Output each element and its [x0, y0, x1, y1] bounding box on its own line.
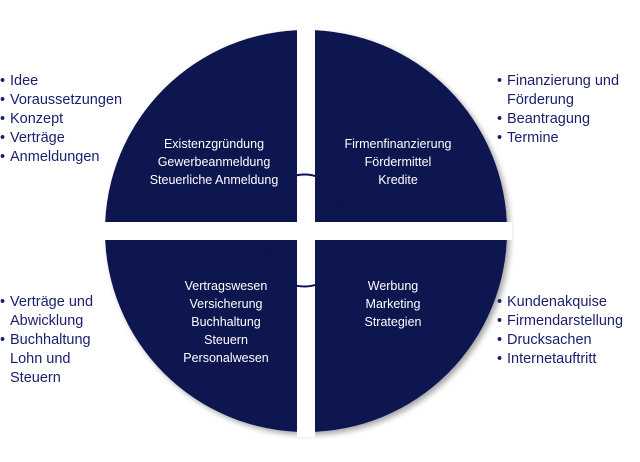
list-item: •Kundenakquise: [497, 294, 607, 310]
quadrant-line: Marketing: [365, 297, 421, 311]
bullet-icon: •: [497, 294, 503, 310]
quadrant-line: Gewerbeanmeldung: [157, 155, 271, 169]
quadrant-line: Firmenfinanzierung: [344, 137, 452, 151]
bullet-icon: •: [497, 351, 503, 367]
bullet-icon: •: [497, 130, 503, 146]
quadrant-top-right-text: Firmenfinanzierung Fördermittel Kredite: [318, 135, 478, 189]
list-bottom-right: •Kundenakquise •Firmendarstellung •Druck…: [497, 293, 640, 369]
bullet-icon: •: [497, 313, 503, 329]
quadrant-top-left-text: Existenzgründung Gewerbeanmeldung Steuer…: [134, 135, 294, 189]
list-item: •Idee: [0, 73, 39, 89]
quadrant-line: Personalwesen: [183, 351, 269, 365]
bullet-icon: •: [0, 294, 6, 310]
bullet-icon: •: [0, 149, 6, 165]
list-item: •Firmendarstellung: [497, 313, 624, 329]
bullet-icon: •: [497, 332, 503, 348]
bullet-icon: •: [0, 332, 6, 348]
quadrant-line: Steuerliche Anmeldung: [149, 173, 279, 187]
bullet-icon: •: [0, 130, 6, 146]
bullet-icon: •: [0, 111, 6, 127]
list-item: •Drucksachen: [497, 332, 592, 348]
bullet-icon: •: [497, 73, 503, 89]
quadrant-line: Vertragswesen: [184, 279, 268, 293]
list-top-left: •Idee •Voraussetzungen •Konzept •Verträg…: [0, 72, 150, 167]
list-item: •Finanzierung und Förderung: [497, 73, 620, 108]
quadrant-bottom-left-text: Vertragswesen Versicherung Buchhaltung S…: [146, 277, 306, 367]
quadrant-line: Kredite: [378, 173, 418, 187]
quadrant-line: Versicherung: [189, 297, 263, 311]
quadrant-line: Buchhaltung: [191, 315, 261, 329]
horizontal-divider: [100, 222, 512, 240]
quadrant-line: Fördermittel: [364, 155, 432, 169]
list-item: •Konzept: [0, 111, 64, 127]
list-item: •Verträge: [0, 130, 65, 146]
list-item: •Voraussetzungen: [0, 92, 123, 108]
circular-arrows-icon: [260, 173, 349, 288]
bullet-icon: •: [0, 92, 6, 108]
quadrant-line: Existenzgründung: [163, 137, 265, 151]
list-item: •Internetauftritt: [497, 351, 597, 367]
quadrant-line: Strategien: [364, 315, 422, 329]
quadrant-line: Werbung: [367, 279, 419, 293]
list-item: •Buchhaltung Lohn und Steuern: [0, 332, 91, 386]
list-item: •Beantragung: [497, 111, 591, 127]
quadrant-line: Steuern: [204, 333, 248, 347]
bullet-icon: •: [0, 73, 6, 89]
list-item: •Termine: [497, 130, 559, 146]
list-item: •Anmeldungen: [0, 149, 100, 165]
list-bottom-left: •Verträge und Abwicklung •Buchhaltung Lo…: [0, 293, 120, 388]
quadrant-bottom-right-text: Werbung Marketing Strategien: [313, 277, 473, 331]
list-top-right: •Finanzierung und Förderung •Beantragung…: [497, 72, 637, 148]
list-item: •Verträge und Abwicklung: [0, 294, 94, 329]
bullet-icon: •: [497, 111, 503, 127]
